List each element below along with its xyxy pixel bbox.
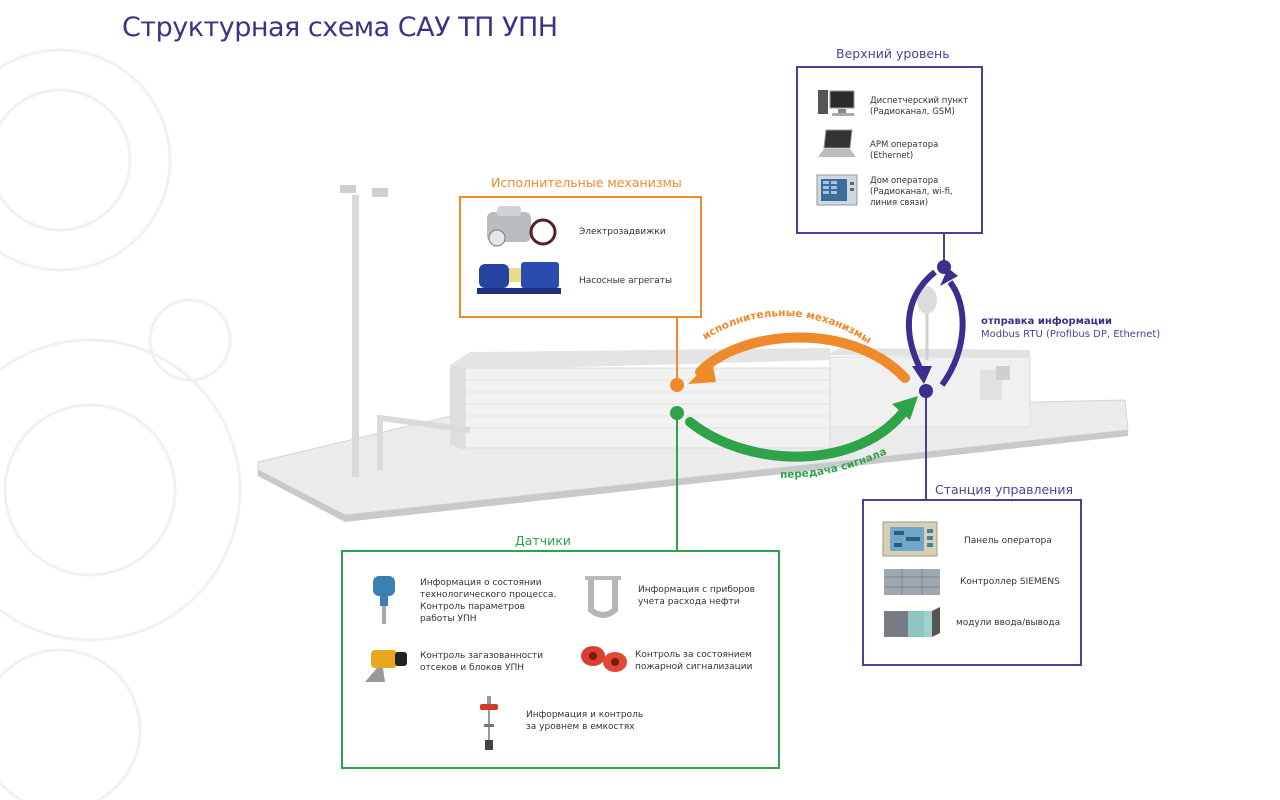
station-item-2: Контроллер SIEMENS — [960, 577, 1060, 587]
gear-watermark — [0, 48, 242, 800]
actuators-node — [670, 378, 684, 392]
upper-node — [937, 260, 951, 274]
upper-level-title: Верхний уровень — [836, 46, 950, 61]
upper-item-2: АРМ оператора(Ethernet) — [870, 140, 939, 161]
pump-unit-icon — [477, 262, 561, 294]
operator-panel-icon — [882, 521, 938, 557]
sensors-node — [670, 406, 684, 420]
fire-alarm-icon — [581, 646, 627, 672]
electric-valve-actuator-icon — [487, 206, 557, 247]
actuator-item-2: Насосные агрегаты — [579, 276, 673, 286]
sensors-title: Датчики — [515, 533, 571, 548]
upper-item-1: Диспетчерский пункт(Радиоканал, GSM) — [870, 96, 969, 117]
station-item-3: модули ввода/вывода — [956, 618, 1061, 628]
actuators-arrow — [695, 332, 910, 383]
operator-panel-icon — [816, 174, 858, 206]
actuators-title: Исполнительные механизмы — [491, 175, 682, 190]
pressure-transmitter-icon — [373, 576, 395, 624]
io-modules-icon — [884, 607, 940, 637]
info-arrow-up — [939, 280, 966, 387]
signal-arrow — [685, 405, 910, 462]
station-node — [919, 384, 933, 398]
station-item-1: Панель оператора — [964, 536, 1052, 546]
actuator-item-1: Электрозадвижки — [579, 227, 666, 237]
info-title: отправка информации — [981, 316, 1113, 327]
flow-meter-icon — [585, 576, 621, 618]
station-box: Панель оператора Контроллер SIEMENS моду… — [862, 499, 1082, 666]
info-label: отправка информации Modbus RTU (Profibus… — [981, 316, 1160, 340]
gas-detector-icon — [365, 650, 407, 682]
laptop-icon — [818, 129, 856, 157]
upper-level-box: Диспетчерский пункт(Радиоканал, GSM) АРМ… — [796, 66, 983, 234]
actuators-box: Электрозадвижки Насосные агрегаты — [459, 196, 702, 318]
satellite-dish-icon — [917, 286, 937, 314]
plc-controller-icon — [884, 569, 940, 595]
station-title: Станция управления — [935, 482, 1073, 497]
info-protocol: Modbus RTU (Profibus DP, Ethernet) — [981, 329, 1161, 340]
info-arrow-down — [906, 269, 937, 374]
upper-item-3: Дом оператора(Радиоканал, wi-fi,линия св… — [870, 176, 953, 208]
page-title: Структурная схема САУ ТП УПН — [122, 12, 558, 43]
desktop-computer-icon — [818, 90, 855, 116]
level-sensor-icon — [480, 696, 498, 750]
lamp-post — [352, 195, 359, 477]
